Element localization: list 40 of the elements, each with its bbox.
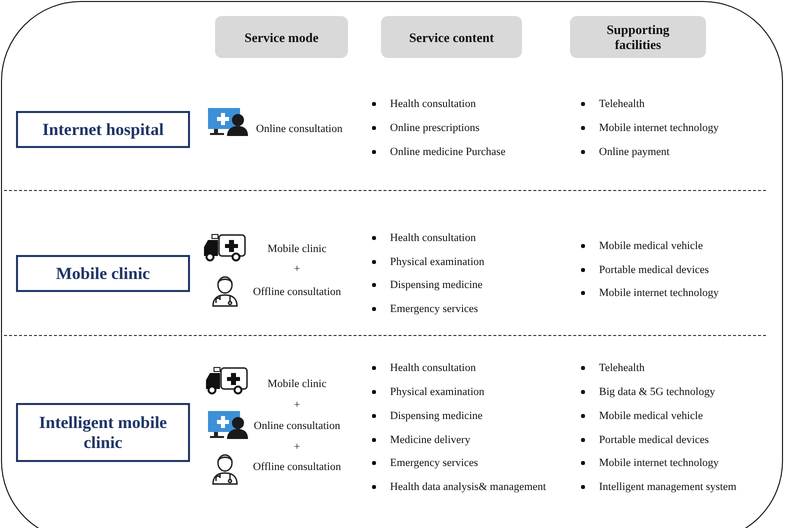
list-item: Mobile internet technology (599, 456, 719, 470)
list-item: Mobile internet technology (599, 121, 719, 135)
mode-label: Online consultation (252, 419, 342, 433)
list-item: Telehealth (599, 97, 645, 111)
list-item: Online payment (599, 145, 670, 159)
list-item: Health consultation (390, 361, 476, 375)
list-item: Portable medical devices (599, 433, 709, 447)
list-item: Online medicine Purchase (390, 145, 506, 159)
list-item: Physical examination (390, 255, 484, 269)
list-item: Dispensing medicine (390, 278, 483, 292)
category-box: Mobile clinic (16, 255, 190, 292)
list-item: Health consultation (390, 97, 476, 111)
plus-sign: + (292, 398, 302, 412)
list-item: Telehealth (599, 361, 645, 375)
mode-label: Mobile clinic (266, 242, 328, 256)
list-item: Emergency services (390, 456, 478, 470)
column-header: Service content (381, 16, 522, 58)
list-item: Mobile internet technology (599, 286, 719, 300)
list-item: Intelligent management system (599, 480, 736, 494)
list-item: Emergency services (390, 302, 478, 316)
plus-sign: + (292, 262, 302, 276)
mode-label: Mobile clinic (266, 377, 328, 391)
list-item: Mobile medical vehicle (599, 409, 703, 423)
mode-label: Offline consultation (252, 460, 342, 474)
list-item: Health data analysis& management (390, 480, 546, 494)
list-item: Online prescriptions (390, 121, 480, 135)
list-item: Portable medical devices (599, 263, 709, 277)
column-header: Supporting facilities (570, 16, 706, 58)
mode-label: Offline consultation (252, 285, 342, 299)
category-box: Internet hospital (16, 111, 190, 148)
list-item: Mobile medical vehicle (599, 239, 703, 253)
plus-sign: + (292, 440, 302, 454)
list-item: Medicine delivery (390, 433, 470, 447)
list-item: Health consultation (390, 231, 476, 245)
list-item: Dispensing medicine (390, 409, 483, 423)
list-item: Big data & 5G technology (599, 385, 716, 399)
mode-label: Online consultation (256, 122, 342, 136)
category-box: Intelligent mobile clinic (16, 403, 190, 462)
column-header: Service mode (215, 16, 348, 58)
list-item: Physical examination (390, 385, 484, 399)
